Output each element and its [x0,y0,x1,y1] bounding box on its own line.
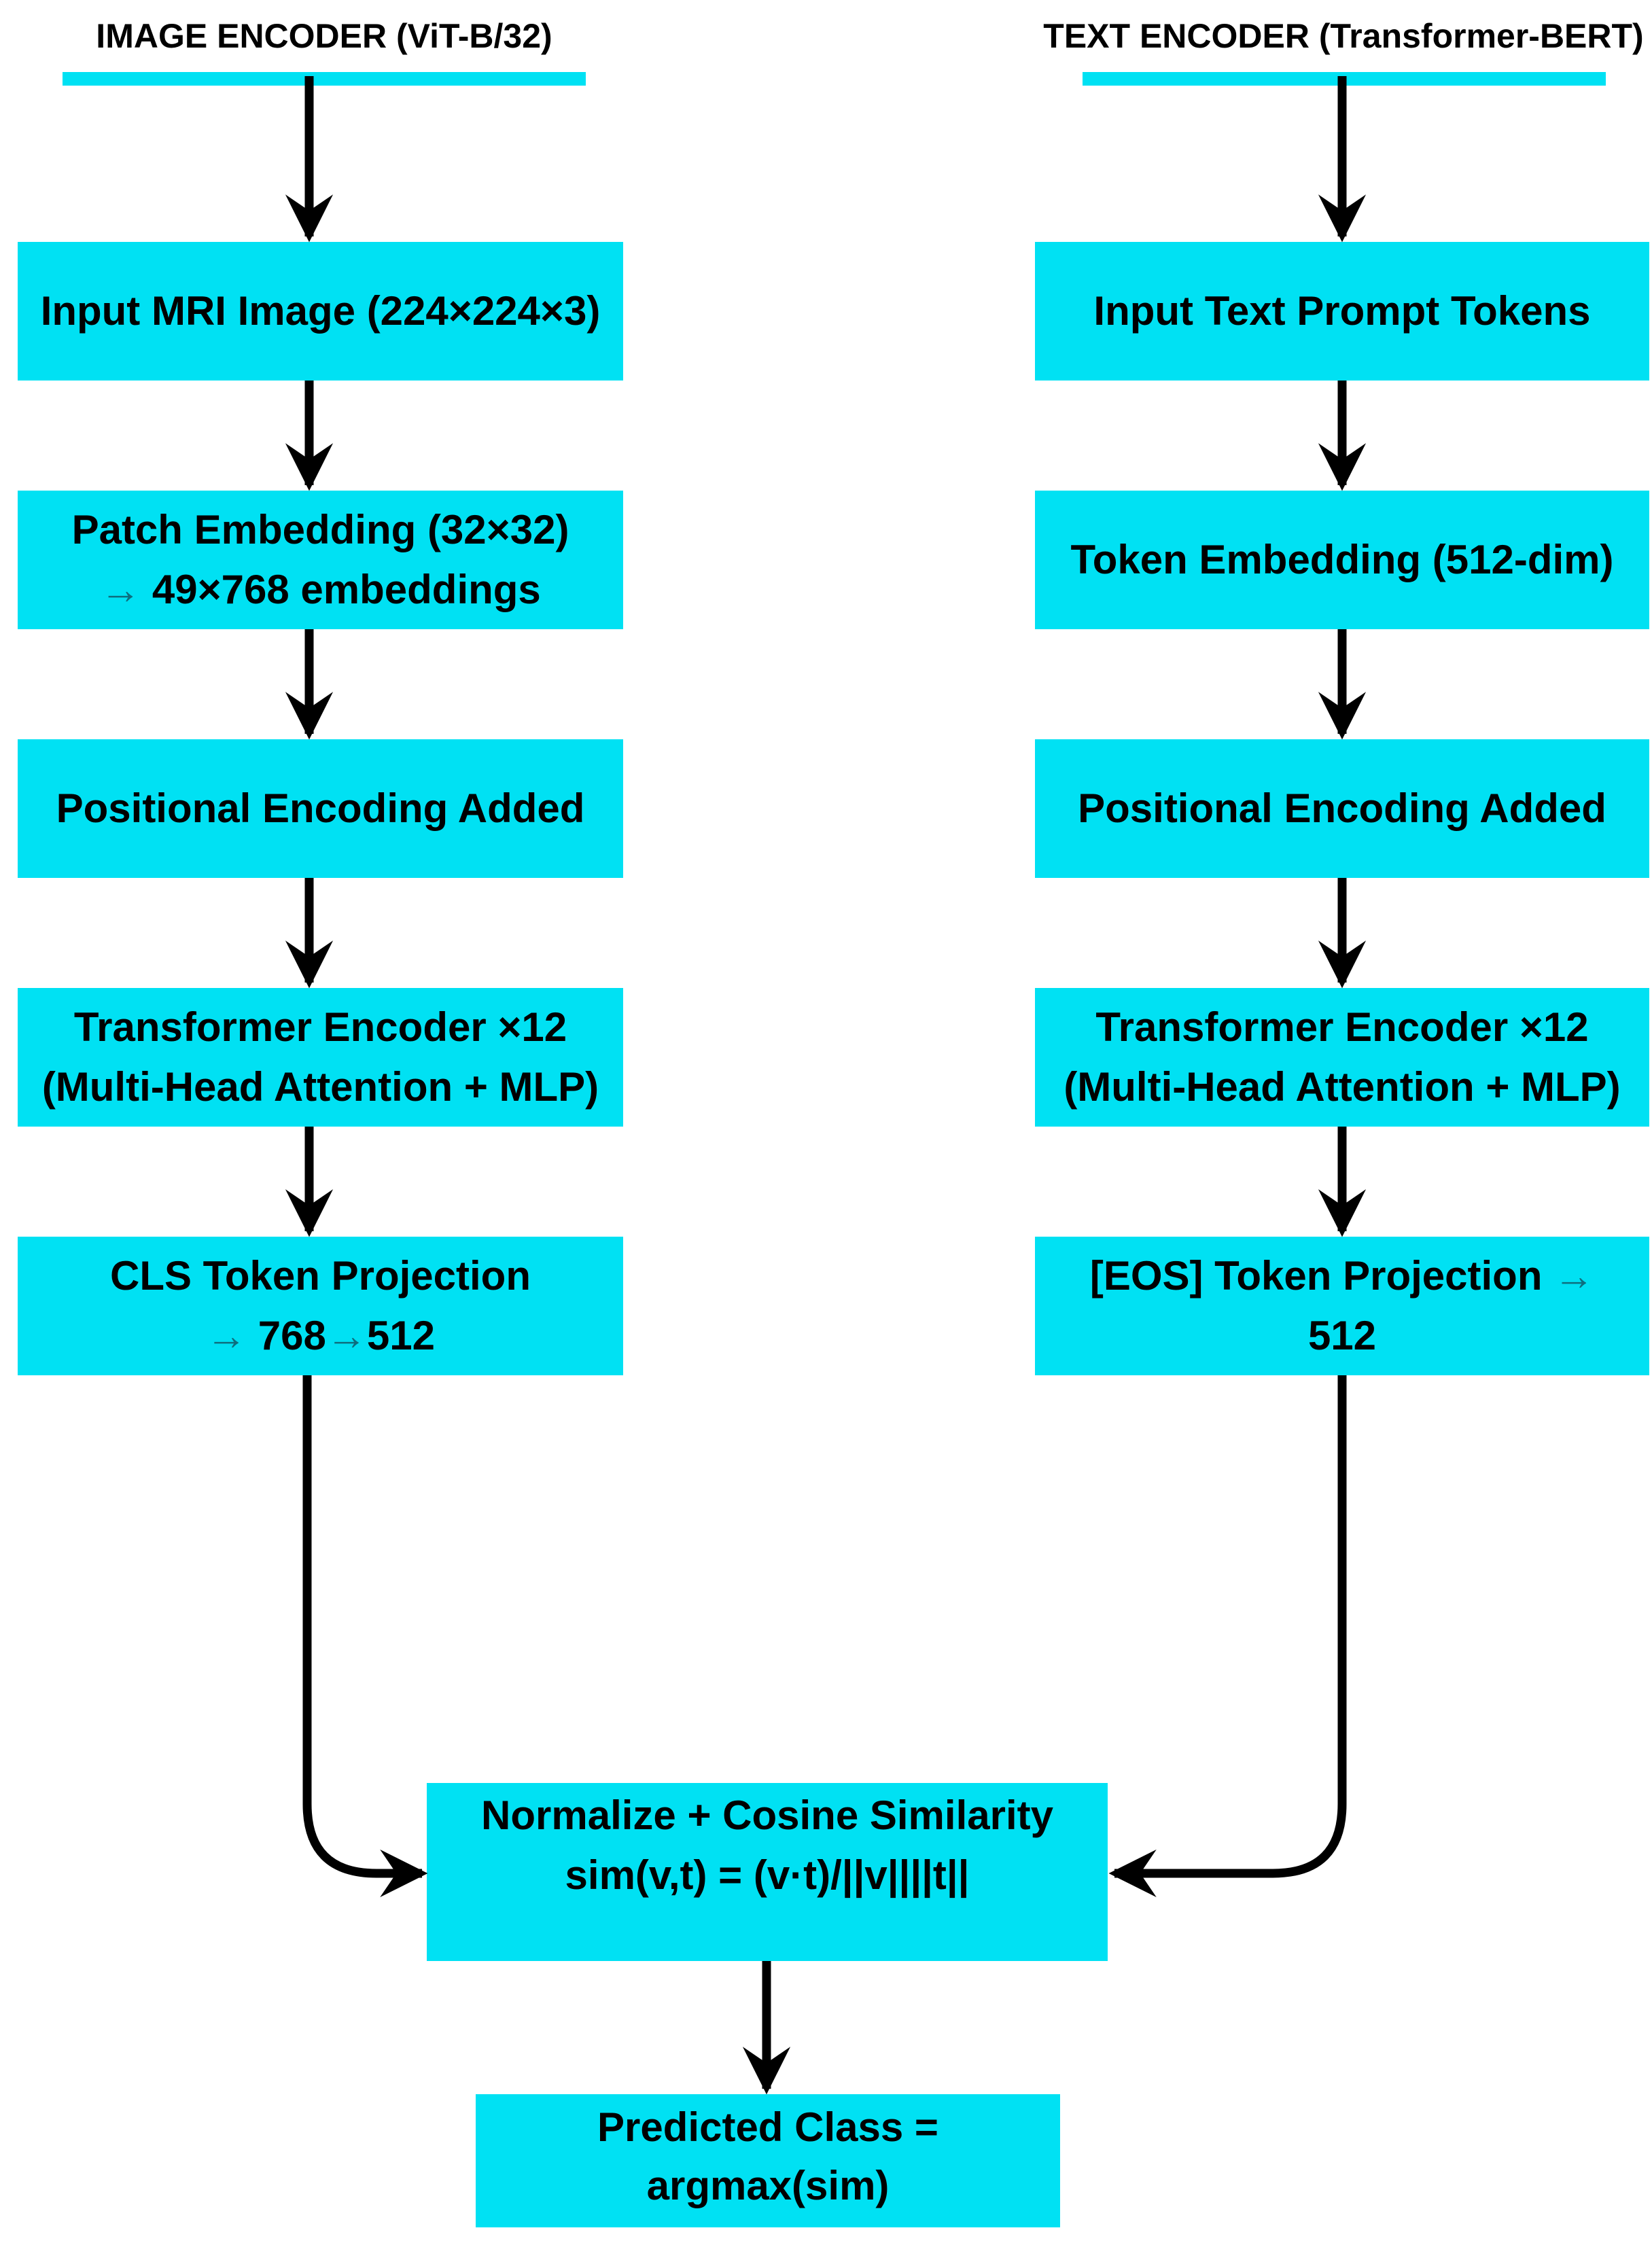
node-line: Token Embedding (512-dim) [1070,537,1614,582]
node-normalize-cosine-similarity: Normalize + Cosine Similarity sim(v,t) =… [427,1783,1108,1961]
node-token-embedding: Token Embedding (512-dim) [1035,491,1649,629]
node-positional-encoding-image: Positional Encoding Added [18,739,623,878]
node-positional-encoding-text: Positional Encoding Added [1035,739,1649,878]
node-line: Patch Embedding (32×32) [71,507,569,552]
node-line: Transformer Encoder ×12 [1095,1004,1589,1050]
node-line: Transformer Encoder ×12 [73,1004,567,1050]
node-line: sim(v,t) = (v·t)/||v||||t|| [565,1852,970,1898]
node-line: Normalize + Cosine Similarity [481,1792,1053,1838]
node-line: Predicted Class = [597,2104,938,2150]
node-predicted-class: Predicted Class = argmax(sim) [476,2094,1060,2227]
connector-cls-to-normalize [302,1375,428,1898]
right-arrow-glyph: → [326,1313,367,1358]
node-line: (Multi-Head Attention + MLP) [41,1064,599,1110]
node-line: (Multi-Head Attention + MLP) [1064,1064,1621,1110]
node-line: Input MRI Image (224×224×3) [40,288,601,334]
right-arrow-glyph: → [100,567,141,612]
node-line: Positional Encoding Added [1078,785,1606,831]
node-input-mri-image: Input MRI Image (224×224×3) [18,242,623,381]
node-transformer-encoder-text: Transformer Encoder ×12 (Multi-Head Atte… [1035,988,1649,1127]
right-arrow-glyph: → [1553,1253,1595,1299]
image-encoder-title: IMAGE ENCODER (ViT-B/32) [96,17,552,55]
text-encoder-title: TEXT ENCODER (Transformer-BERT) [1043,17,1644,55]
node-line: 512 [1307,1313,1377,1358]
node-line: Positional Encoding Added [56,785,585,831]
node-line: argmax(sim) [646,2163,890,2208]
right-arrow-glyph: → [206,1313,247,1358]
node-cls-token-projection: CLS Token Projection → 768→512 [18,1237,623,1375]
connector-eos-to-normalize [1108,1375,1347,1898]
node-line: → 49×768 embeddings [100,567,541,612]
text-encoder-underline [1083,72,1606,86]
node-input-text-prompt-tokens: Input Text Prompt Tokens [1035,242,1649,381]
node-line: Input Text Prompt Tokens [1093,288,1591,334]
image-encoder-underline [63,72,586,86]
node-eos-token-projection: [EOS] Token Projection → 512 [1035,1237,1649,1375]
node-line: → 768→512 [206,1313,435,1358]
node-line: CLS Token Projection [110,1253,531,1299]
node-transformer-encoder-image: Transformer Encoder ×12 (Multi-Head Atte… [18,988,623,1127]
node-line: [EOS] Token Projection → [1089,1253,1595,1299]
node-patch-embedding: Patch Embedding (32×32) → 49×768 embeddi… [18,491,623,629]
